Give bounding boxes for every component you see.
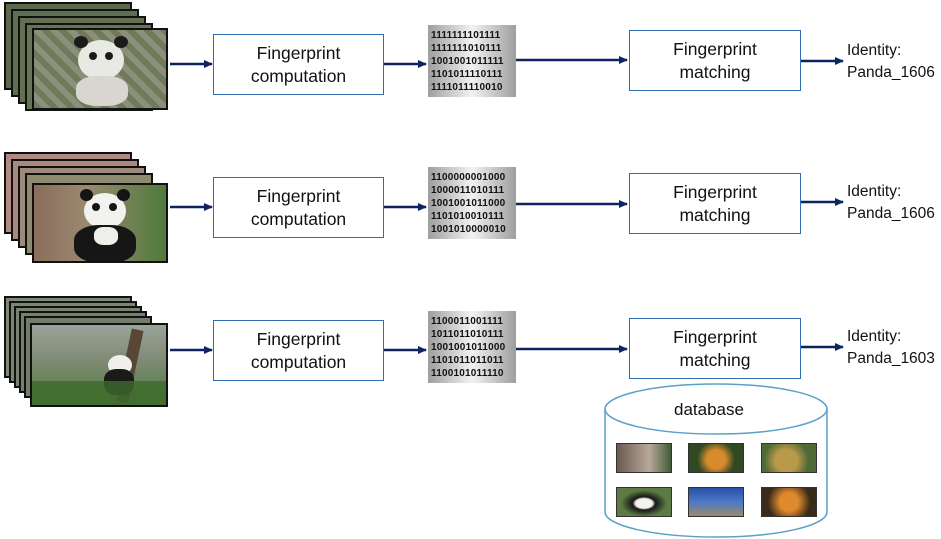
bit-row: 1101010010111 <box>431 211 505 222</box>
database-label: database <box>674 400 744 419</box>
bit-row: 1111111101111 <box>431 30 501 41</box>
box-label-line1: Fingerprint <box>256 328 341 349</box>
identity-value: Panda_1606 <box>847 205 935 222</box>
bit-row: 1001001011000 <box>431 198 506 209</box>
bit-row: 1101011110111 <box>431 69 503 80</box>
fingerprint-matching-box-1: Fingerprint matching <box>629 30 801 91</box>
bit-row: 1011011010111 <box>431 329 504 340</box>
box-label-line2: computation <box>250 65 347 86</box>
frame-image-1 <box>32 28 168 110</box>
fingerprint-computation-box-1: Fingerprint computation <box>213 34 384 95</box>
identity-result-3: Identity: Panda_1603 <box>847 326 935 370</box>
bit-row: 1111111010111 <box>431 43 502 54</box>
bit-row: 1101011011011 <box>431 355 504 366</box>
bit-row: 1100000001000 <box>431 172 506 183</box>
box-label-line1: Fingerprint <box>256 185 341 206</box>
fingerprint-matching-box-2: Fingerprint matching <box>629 173 801 234</box>
box-label-line1: Fingerprint <box>673 38 757 59</box>
bit-row: 1111011110010 <box>431 82 503 93</box>
thumbnail-tiger <box>688 443 744 473</box>
box-label-line2: matching <box>679 349 751 370</box>
box-label-line1: Fingerprint <box>256 42 341 63</box>
box-label-line2: matching <box>679 204 751 225</box>
frame-image-2 <box>32 183 168 263</box>
thumbnail-wolf <box>688 487 744 517</box>
bit-row: 1001001011000 <box>431 342 506 353</box>
box-label-line1: Fingerprint <box>673 181 757 202</box>
bit-row: 1100101011110 <box>431 368 504 379</box>
fingerprint-bits-1: 1111111101111 1111111010111 100100101111… <box>428 25 516 97</box>
fingerprint-computation-box-3: Fingerprint computation <box>213 320 384 381</box>
bit-row: 1001001011111 <box>431 56 504 67</box>
thumbnail-tiger-closeup <box>761 487 817 517</box>
fingerprint-bits-3: 1100011001111 1011011010111 100100101100… <box>428 311 516 383</box>
fingerprint-bits-2: 1100000001000 1000011010111 100100101100… <box>428 167 516 239</box>
identity-value: Panda_1606 <box>847 64 935 81</box>
thumbnail-leopard <box>761 443 817 473</box>
fingerprint-computation-box-2: Fingerprint computation <box>213 177 384 238</box>
frame-image-3 <box>30 323 168 407</box>
fingerprint-matching-box-3: Fingerprint matching <box>629 318 801 379</box>
thumbnail-panda-sitting <box>616 487 672 517</box>
box-label-line2: computation <box>250 351 347 372</box>
box-label-line1: Fingerprint <box>673 326 757 347</box>
identity-value: Panda_1603 <box>847 350 935 367</box>
bit-row: 1000011010111 <box>431 185 505 196</box>
identity-result-1: Identity: Panda_1606 <box>847 40 935 84</box>
box-label-line2: matching <box>679 61 751 82</box>
identity-label: Identity: <box>847 42 902 59</box>
identity-result-2: Identity: Panda_1606 <box>847 181 935 225</box>
bit-row: 1100011001111 <box>431 316 504 327</box>
thumbnail-panda-eating <box>616 443 672 473</box>
identity-label: Identity: <box>847 328 902 345</box>
identity-label: Identity: <box>847 183 902 200</box>
bit-row: 1001010000010 <box>431 224 506 235</box>
box-label-line2: computation <box>250 208 347 229</box>
